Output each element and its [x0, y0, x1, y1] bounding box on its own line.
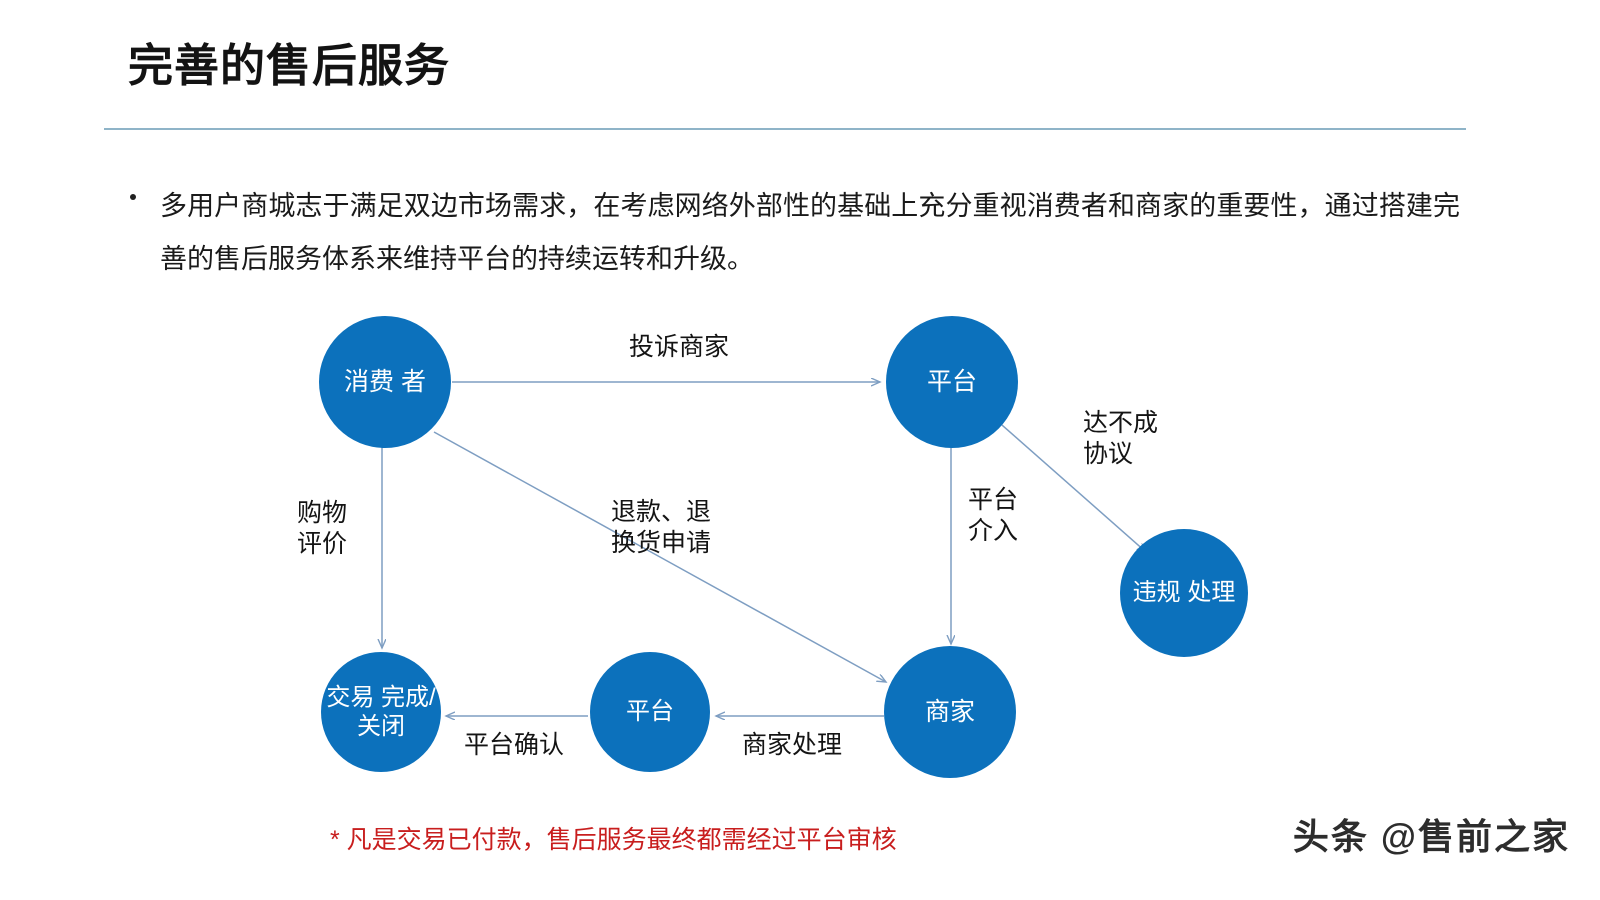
node-violation[interactable]: 违规 处理	[1120, 529, 1248, 657]
edge-label-platform-intervene: 平台 介入	[968, 486, 1019, 546]
node-platform-bottom-label: 平台	[626, 698, 674, 726]
edge-label-complain-merchant: 投诉商家	[629, 333, 730, 361]
page-title: 完善的售后服务	[128, 40, 451, 91]
edge-platform-to-violation	[1001, 424, 1146, 552]
node-merchant-label: 商家	[924, 697, 975, 726]
node-transaction-done-label: 交易 完成/ 关闭	[326, 683, 436, 740]
node-platform-top-label: 平台	[926, 367, 977, 396]
edge-label-no-agreement: 达不成 协议	[1083, 409, 1159, 469]
body-bullet: 多用户商城志于满足双边市场需求，在考虑网络外部性的基础上充分重视消费者和商家的重…	[130, 180, 1460, 285]
node-platform-top[interactable]: 平台	[886, 316, 1018, 448]
bullet-dot-icon	[130, 194, 136, 200]
node-transaction-done[interactable]: 交易 完成/ 关闭	[321, 652, 441, 772]
node-merchant[interactable]: 商家	[884, 646, 1016, 778]
edge-consumer-to-merchant	[433, 431, 886, 682]
edge-label-platform-confirm: 平台确认	[464, 731, 565, 759]
title-divider	[104, 128, 1466, 130]
edge-label-merchant-handle: 商家处理	[742, 731, 843, 759]
body-bullet-text: 多用户商城志于满足双边市场需求，在考虑网络外部性的基础上充分重视消费者和商家的重…	[160, 191, 1460, 274]
footnote-text: * 凡是交易已付款，售后服务最终都需经过平台审核	[330, 826, 897, 854]
node-platform-bottom[interactable]: 平台	[590, 652, 710, 772]
node-consumer-label: 消费 者	[344, 367, 426, 396]
watermark: 头条 @售前之家	[1292, 816, 1570, 857]
node-violation-label: 违规 处理	[1132, 579, 1236, 607]
node-consumer[interactable]: 消费 者	[319, 316, 451, 448]
edge-label-shopping-review: 购物 评价	[297, 499, 348, 559]
edge-label-refund-return-request: 退款、退 换货申请	[611, 498, 712, 558]
diagram-connectors	[0, 290, 1600, 820]
after-sales-flow-diagram: 消费 者 平台 违规 处理 交易 完成/ 关闭 平台 商家 投诉商家 达不成 协…	[0, 290, 1600, 820]
